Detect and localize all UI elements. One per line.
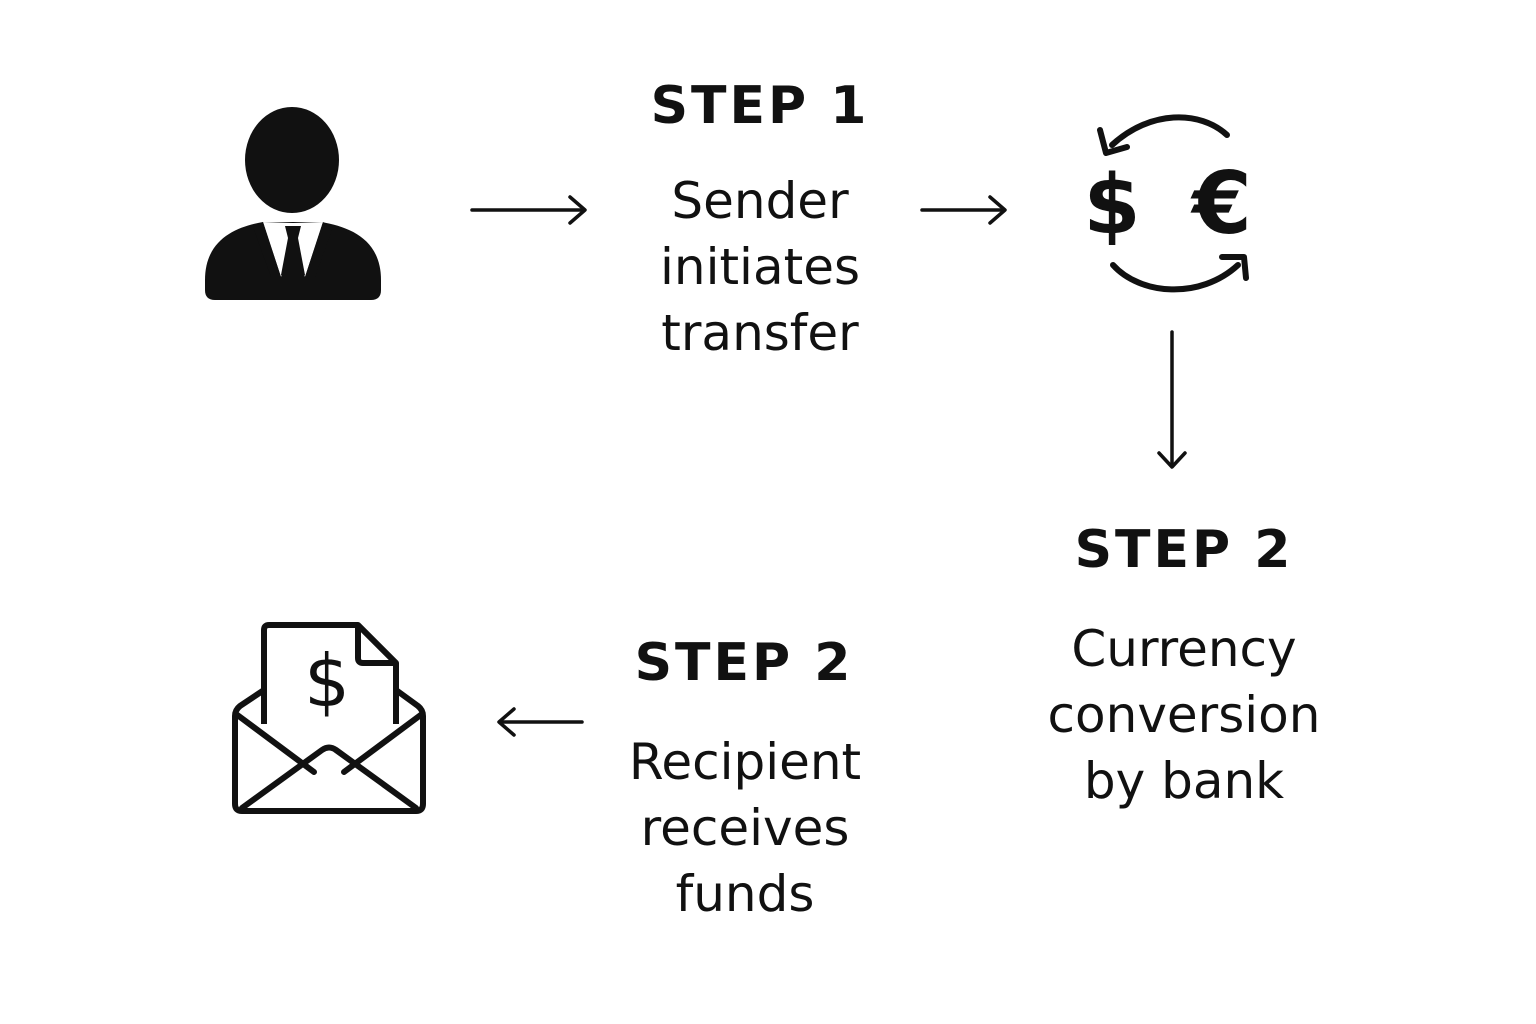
step1-line-2: initiates bbox=[659, 238, 861, 296]
step1-line-3: transfer bbox=[661, 304, 859, 362]
step2-recipient-label: STEP 2 bbox=[634, 633, 854, 693]
arrow-exchange-to-step2 bbox=[1157, 330, 1187, 469]
euro-symbol: € bbox=[1190, 154, 1252, 254]
step2-recipient-description: Recipient receives funds bbox=[545, 729, 945, 927]
dollar-symbol: $ bbox=[1083, 158, 1140, 253]
step2-conversion-line-2: conversion bbox=[1047, 686, 1321, 744]
arrow-step1-to-exchange bbox=[920, 195, 1007, 225]
arrow-sender-to-step1 bbox=[470, 195, 587, 225]
step2-conversion-label: STEP 2 bbox=[1074, 520, 1294, 580]
step2-recipient-line-3: funds bbox=[675, 865, 815, 923]
step2-conversion-line-3: by bank bbox=[1083, 752, 1285, 810]
step1-label: STEP 1 bbox=[650, 76, 870, 136]
envelope-dollar-symbol: $ bbox=[304, 639, 350, 723]
step2-conversion-line-1: Currency bbox=[1071, 620, 1297, 678]
person-in-suit-icon bbox=[205, 107, 381, 300]
step2-recipient-line-2: receives bbox=[640, 799, 850, 857]
arrow-step2-to-envelope bbox=[497, 707, 584, 737]
step2-recipient-line-1: Recipient bbox=[628, 733, 862, 791]
step1-line-1: Sender bbox=[671, 172, 849, 230]
step2-conversion-description: Currency conversion by bank bbox=[984, 616, 1384, 814]
step1-description: Sender initiates transfer bbox=[560, 168, 960, 366]
envelope-with-money-icon: $ bbox=[232, 622, 426, 814]
currency-exchange-icon: $ € bbox=[1083, 114, 1252, 293]
